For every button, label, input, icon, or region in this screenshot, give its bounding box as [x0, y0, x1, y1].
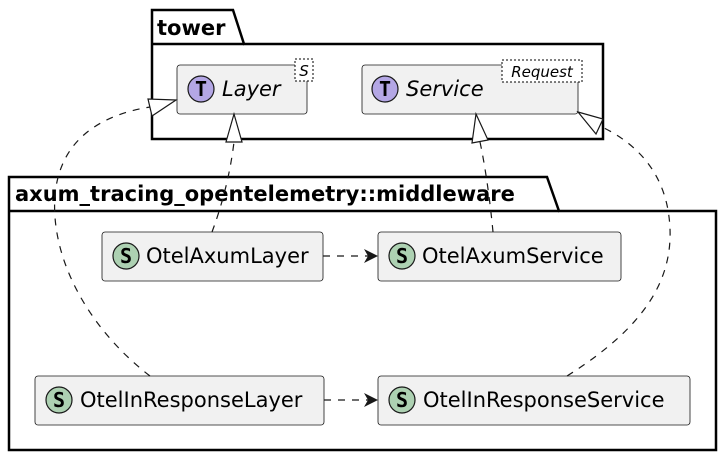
svg-text:S: S	[53, 388, 65, 412]
svg-text:S: S	[396, 244, 408, 268]
dependency-arrow-otel-axum	[323, 249, 378, 263]
class-otel-axum-layer[interactable]: S OtelAxumLayer	[101, 231, 324, 282]
type-param-service: Request	[511, 63, 574, 81]
package-title-middleware: axum_tracing_opentelemetry::middleware	[15, 182, 515, 206]
class-service[interactable]: T Service Request	[361, 59, 583, 115]
realization-arrow-otel-axum-layer-to-layer	[211, 111, 243, 233]
realization-arrow-otel-in-response-layer-to-layer	[53, 98, 178, 377]
svg-text:T: T	[379, 77, 391, 101]
package-title-tower: tower	[157, 16, 226, 40]
struct-stereotype-icon	[388, 242, 416, 270]
svg-text:S: S	[120, 244, 132, 268]
struct-stereotype-icon	[388, 386, 416, 414]
class-otel-in-response-service[interactable]: S OtelInResponseService	[377, 375, 691, 426]
class-name-otel-axum-service: OtelAxumService	[422, 244, 604, 268]
svg-text:S: S	[396, 388, 408, 412]
class-name-service: Service	[406, 77, 484, 101]
trait-stereotype-icon	[187, 75, 215, 103]
trait-stereotype-icon	[371, 75, 399, 103]
class-name-otel-in-response-service: OtelInResponseService	[423, 388, 665, 412]
realization-arrow-otel-axum-service-to-service	[471, 111, 494, 233]
type-param-box	[294, 58, 314, 82]
class-name-otel-in-response-layer: OtelInResponseLayer	[80, 388, 303, 412]
struct-stereotype-icon	[112, 242, 140, 270]
class-name-otel-axum-layer: OtelAxumLayer	[146, 244, 309, 268]
class-layer[interactable]: T Layer S	[176, 58, 314, 115]
type-param-box	[501, 59, 583, 83]
package-tower: tower	[150, 8, 605, 141]
class-name-layer: Layer	[222, 77, 282, 101]
class-otel-axum-service[interactable]: S OtelAxumService	[377, 231, 622, 282]
dependency-arrow-otel-in-response	[324, 393, 378, 407]
class-otel-in-response-layer[interactable]: S OtelInResponseLayer	[34, 375, 325, 426]
svg-text:T: T	[195, 77, 207, 101]
package-middleware: axum_tracing_opentelemetry::middleware	[7, 175, 718, 452]
realization-arrow-otel-in-response-service-to-service	[566, 110, 671, 377]
struct-stereotype-icon	[45, 386, 73, 414]
type-param-layer: S	[299, 62, 309, 80]
